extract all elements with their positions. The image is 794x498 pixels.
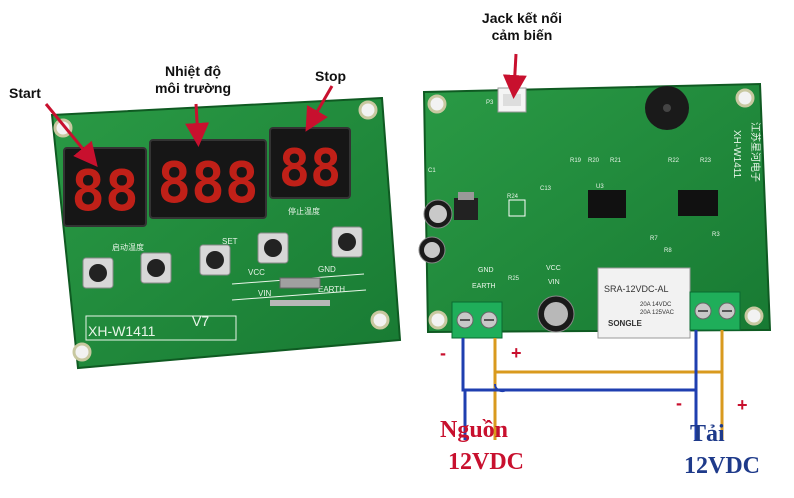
silk-r22: R22 — [668, 158, 680, 164]
silk-r3: R3 — [712, 232, 720, 238]
silk-back-vcc: VCC — [546, 265, 561, 272]
button-stop-up[interactable] — [257, 232, 289, 264]
terminal-load[interactable] — [689, 291, 741, 331]
relay-line2: 20A 14VDC — [640, 302, 672, 308]
label-jack-line1: Jack kết nối — [481, 10, 563, 26]
mount-hole — [744, 306, 764, 326]
display-left-digits: 88 — [71, 159, 138, 224]
silk-vcc: VCC — [248, 268, 265, 277]
arrow-start — [44, 103, 98, 167]
display-middle: 888 — [149, 139, 267, 219]
silk-set: SET — [222, 237, 238, 246]
label-jack-line2: cảm biến — [491, 27, 553, 43]
button-set[interactable] — [199, 244, 231, 276]
silk-p3: P3 — [486, 100, 494, 106]
label-start: Start — [9, 85, 41, 101]
annotation-arrows — [44, 53, 527, 167]
silk-r8: R8 — [664, 248, 672, 254]
silk-back-vin: VIN — [548, 279, 560, 286]
label-ambient-line1: Nhiệt độ — [165, 63, 221, 79]
label-power-line2: 12VDC — [448, 449, 524, 475]
front-model: XH-W1411 — [88, 323, 156, 339]
capacitor-main — [537, 295, 575, 333]
mount-hole — [358, 100, 378, 120]
arrow-jack — [502, 53, 527, 99]
label-power-line1: Nguồn — [440, 417, 509, 443]
relay-brand: SONGLE — [608, 319, 642, 328]
sensor-jack[interactable] — [497, 87, 527, 113]
relay: SRA-12VDC-AL 20A 14VDC 20A 125VAC SONGLE — [597, 267, 691, 339]
silk-back-earth: EARTH — [472, 283, 496, 290]
label-stop: Stop — [315, 68, 347, 84]
button-stop-down[interactable] — [331, 226, 363, 258]
capacitor-top — [423, 199, 453, 229]
silk-earth: EARTH — [318, 285, 345, 294]
silk-r7: R7 — [650, 236, 658, 242]
silk-r24: R24 — [507, 194, 519, 200]
display-left: 88 — [63, 147, 147, 227]
mount-hole — [53, 118, 73, 138]
label-ambient-line2: môi trường — [154, 80, 232, 96]
capacitor-bottom — [418, 236, 446, 264]
silk-c13: C13 — [540, 186, 552, 192]
back-maker: 江苏星河电子 — [749, 122, 762, 182]
silk-r19: R19 — [570, 158, 582, 164]
back-board: P3 R24 C13 U3 R22 R23 R19 R20 R21 R7 R8 … — [418, 82, 772, 339]
silk-r20: R20 — [588, 158, 600, 164]
arrow-stop — [305, 85, 334, 132]
silk-back-gnd: GND — [478, 267, 494, 274]
label-load-line1: Tải — [690, 421, 725, 447]
wiring — [461, 330, 724, 440]
mount-hole — [370, 310, 390, 330]
relay-line1: SRA-12VDC-AL — [604, 284, 669, 294]
buzzer — [645, 86, 689, 130]
silk-r23: R23 — [700, 158, 712, 164]
button-start-temp[interactable] — [140, 252, 172, 284]
silk-r25: R25 — [508, 276, 520, 282]
silk-gnd: GND — [318, 265, 336, 274]
relay-line3: 20A 125VAC — [640, 310, 675, 316]
front-version: V7 — [192, 313, 209, 329]
polarity-load-minus: - — [676, 393, 682, 413]
front-board: 88 888 88 启动温度 SET 停止温度 VCC GND VIN EART… — [50, 96, 402, 370]
terminal-power[interactable] — [451, 301, 503, 339]
silk-c1: C1 — [428, 168, 436, 174]
display-middle-digits: 888 — [157, 151, 258, 216]
silk-u3: U3 — [596, 184, 604, 190]
silk-r21: R21 — [610, 158, 622, 164]
mount-hole — [428, 310, 448, 330]
wire-load-plus — [495, 330, 724, 440]
button-start[interactable] — [82, 257, 114, 289]
mount-hole — [72, 342, 92, 362]
display-right-digits: 88 — [279, 139, 342, 199]
label-ambient: Nhiệt độ môi trường — [150, 63, 236, 97]
mount-hole — [735, 88, 755, 108]
mount-hole — [427, 94, 447, 114]
label-jack: Jack kết nối cảm biến — [474, 10, 570, 44]
label-load-line2: 12VDC — [684, 453, 760, 479]
silk-start-temp: 启动温度 — [112, 242, 144, 252]
polarity-power-minus: - — [440, 343, 446, 363]
polarity-power-plus: + — [511, 343, 522, 363]
back-model: XH-W1411 — [731, 130, 742, 179]
wire-load-minus — [463, 330, 698, 440]
silk-stop-temp: 停止温度 — [288, 206, 320, 216]
silk-vin: VIN — [258, 289, 272, 298]
arrow-ambient — [185, 103, 210, 147]
display-right: 88 — [269, 127, 351, 199]
polarity-load-plus: + — [737, 395, 748, 415]
